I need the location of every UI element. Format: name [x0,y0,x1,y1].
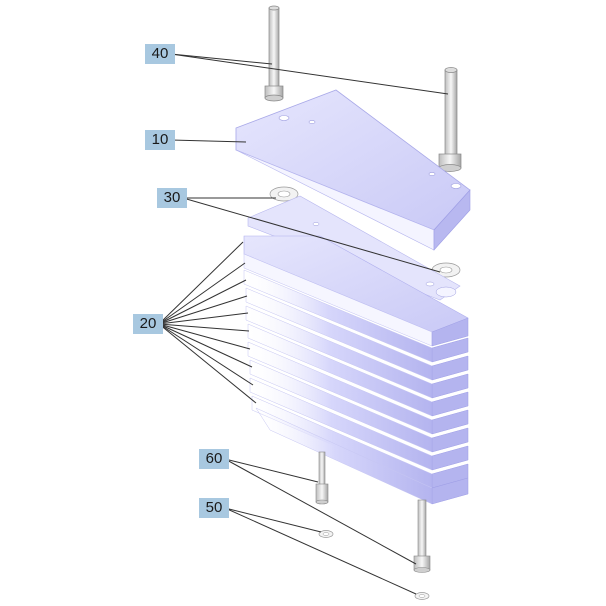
top-pin-right [438,67,462,172]
top-pin-left [264,5,284,102]
leader-50-left [224,507,322,533]
leader-40-left [170,53,273,65]
leader-20-a [158,241,244,325]
leader-20-i [158,323,254,386]
leader-20-b [158,262,246,325]
leader-20-g [158,323,251,350]
leader-20-j [158,323,257,404]
leader-20-f [158,323,250,332]
top-plate [235,89,471,251]
leader-20-e [158,312,249,325]
washer-upper [269,186,299,202]
plate-stack [243,235,469,505]
leader-20-c [158,279,247,325]
leader-60-right [224,458,417,565]
bottom-pin-left [315,451,329,505]
spacer-plate [247,195,461,301]
callout-20: 20 [133,314,163,334]
leader-30-lower [182,197,441,273]
leader-lines [158,53,449,595]
callout-40: 40 [145,44,175,64]
leader-20-d [158,295,248,325]
callout-50: 50 [199,498,229,518]
callout-30: 30 [157,188,187,208]
leader-60-left [224,458,319,483]
leader-10 [170,139,247,143]
leader-20-h [158,323,253,368]
leader-50-right [224,507,417,595]
washer-lower [431,262,461,278]
ring-right [414,592,430,600]
callout-10: 10 [145,130,175,150]
leader-40-right [170,53,449,95]
callout-60: 60 [199,449,229,469]
bottom-pin-right [413,499,431,573]
ring-left [318,530,334,538]
